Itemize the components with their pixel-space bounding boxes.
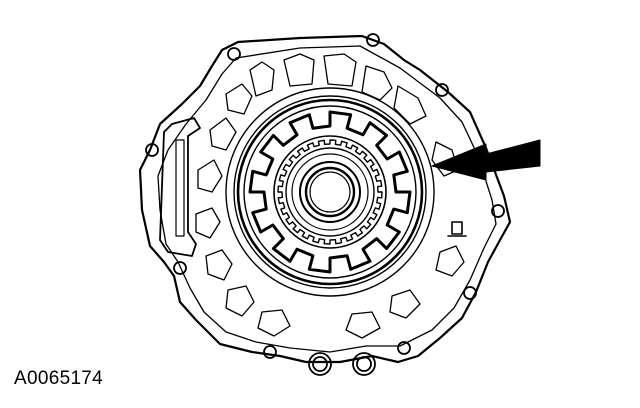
housing-ribs [195, 53, 465, 339]
pointer-arrow [431, 139, 541, 181]
figure-id-label: A0065174 [14, 368, 104, 389]
bottom-bosses [308, 352, 376, 376]
clutch-segment-ring [248, 110, 412, 274]
housing-inner-outline [157, 45, 497, 353]
bearing-bore [299, 161, 361, 223]
stator-assembly [225, 87, 435, 297]
left-bracket [159, 117, 201, 257]
fitting [447, 221, 467, 237]
splined-hub [273, 135, 387, 249]
bolt-holes [145, 33, 505, 359]
housing-outline [138, 34, 512, 364]
